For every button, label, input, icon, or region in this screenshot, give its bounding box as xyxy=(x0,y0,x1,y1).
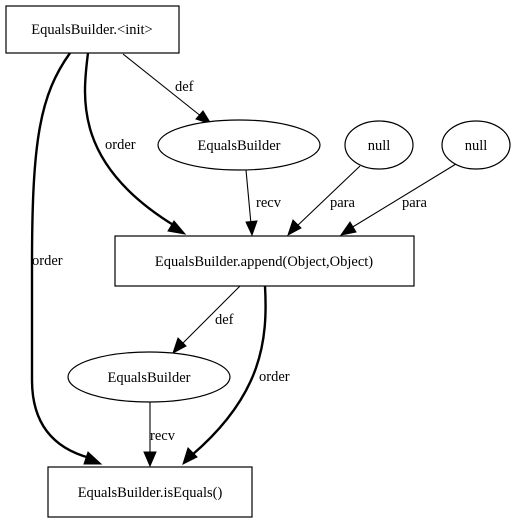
edge-builder-bottom-to-isequals: recv xyxy=(143,401,176,468)
edge-init-to-append: order xyxy=(83,52,187,235)
edge-append-to-isequals: order xyxy=(182,285,290,465)
edge-null-b-to-append: para xyxy=(339,163,457,236)
node-builder-top: EqualsBuilder xyxy=(157,119,321,171)
edge-init-to-isequals: order xyxy=(30,52,103,465)
edge-append-to-builder-bottom: def xyxy=(172,285,241,355)
node-append-box xyxy=(114,235,415,287)
edge-null-b-to-append-label: para xyxy=(402,195,428,211)
edge-init-to-isequals-line xyxy=(30,52,91,460)
edge-init-to-builder-top-arrowhead xyxy=(195,110,213,125)
edge-append-to-builder-bottom-label: def xyxy=(215,312,234,328)
edge-builder-bottom-to-isequals-label: recv xyxy=(150,428,176,444)
node-null-b-label: null xyxy=(465,138,488,154)
edge-null-b-to-append-line xyxy=(350,163,457,229)
edge-init-to-builder-top: def xyxy=(122,53,213,125)
node-append: EqualsBuilder.append(Object,Object) xyxy=(114,235,415,287)
edge-builder-top-to-append-arrowhead xyxy=(245,220,258,237)
edge-append-to-isequals-label: order xyxy=(259,369,290,385)
node-null-a-label: null xyxy=(368,138,391,154)
node-null-b-ellipse xyxy=(441,120,511,170)
edge-null-b-to-append-arrowhead xyxy=(339,221,357,236)
node-builder-bottom-ellipse xyxy=(67,351,231,403)
node-null-a-ellipse xyxy=(344,120,414,170)
node-null-b: null xyxy=(441,120,511,170)
node-is-equals-box xyxy=(47,466,253,518)
node-is-equals: EqualsBuilder.isEquals() xyxy=(47,466,253,518)
edge-builder-top-to-append-label: recv xyxy=(256,195,282,211)
edge-null-a-to-append: para xyxy=(287,165,361,237)
node-append-label: EqualsBuilder.append(Object,Object) xyxy=(155,254,373,270)
edge-builder-bottom-to-isequals-arrowhead xyxy=(143,451,157,468)
edge-builder-top-to-append-line xyxy=(245,169,252,225)
node-builder-bottom-label: EqualsBuilder xyxy=(108,370,191,386)
edge-init-to-builder-top-line xyxy=(122,53,203,118)
edge-append-to-builder-bottom-line xyxy=(180,285,241,346)
edge-init-to-append-label: order xyxy=(105,137,136,153)
edge-null-a-to-append-line xyxy=(295,165,361,228)
edge-append-to-isequals-line xyxy=(191,285,267,456)
edge-append-to-builder-bottom-arrowhead xyxy=(172,337,187,355)
edge-null-a-to-append-label: para xyxy=(330,195,356,211)
edge-init-to-builder-top-label: def xyxy=(175,79,194,95)
node-null-a: null xyxy=(344,120,414,170)
node-init-label: EqualsBuilder.<init> xyxy=(31,22,152,38)
node-builder-top-ellipse xyxy=(157,119,321,171)
edge-init-to-append-arrowhead xyxy=(167,220,187,235)
edge-init-to-isequals-label: order xyxy=(32,253,63,269)
node-is-equals-label: EqualsBuilder.isEquals() xyxy=(78,485,223,501)
edge-init-to-append-line xyxy=(83,52,176,228)
edge-init-to-isequals-arrowhead xyxy=(83,451,103,465)
node-builder-top-label: EqualsBuilder xyxy=(198,138,281,154)
node-init-box xyxy=(5,5,180,54)
node-init: EqualsBuilder.<init> xyxy=(5,5,180,54)
node-builder-bottom: EqualsBuilder xyxy=(67,351,231,403)
edge-append-to-isequals-arrowhead xyxy=(182,447,198,465)
edge-builder-top-to-append: recv xyxy=(245,169,282,237)
edge-null-a-to-append-arrowhead xyxy=(287,219,302,237)
